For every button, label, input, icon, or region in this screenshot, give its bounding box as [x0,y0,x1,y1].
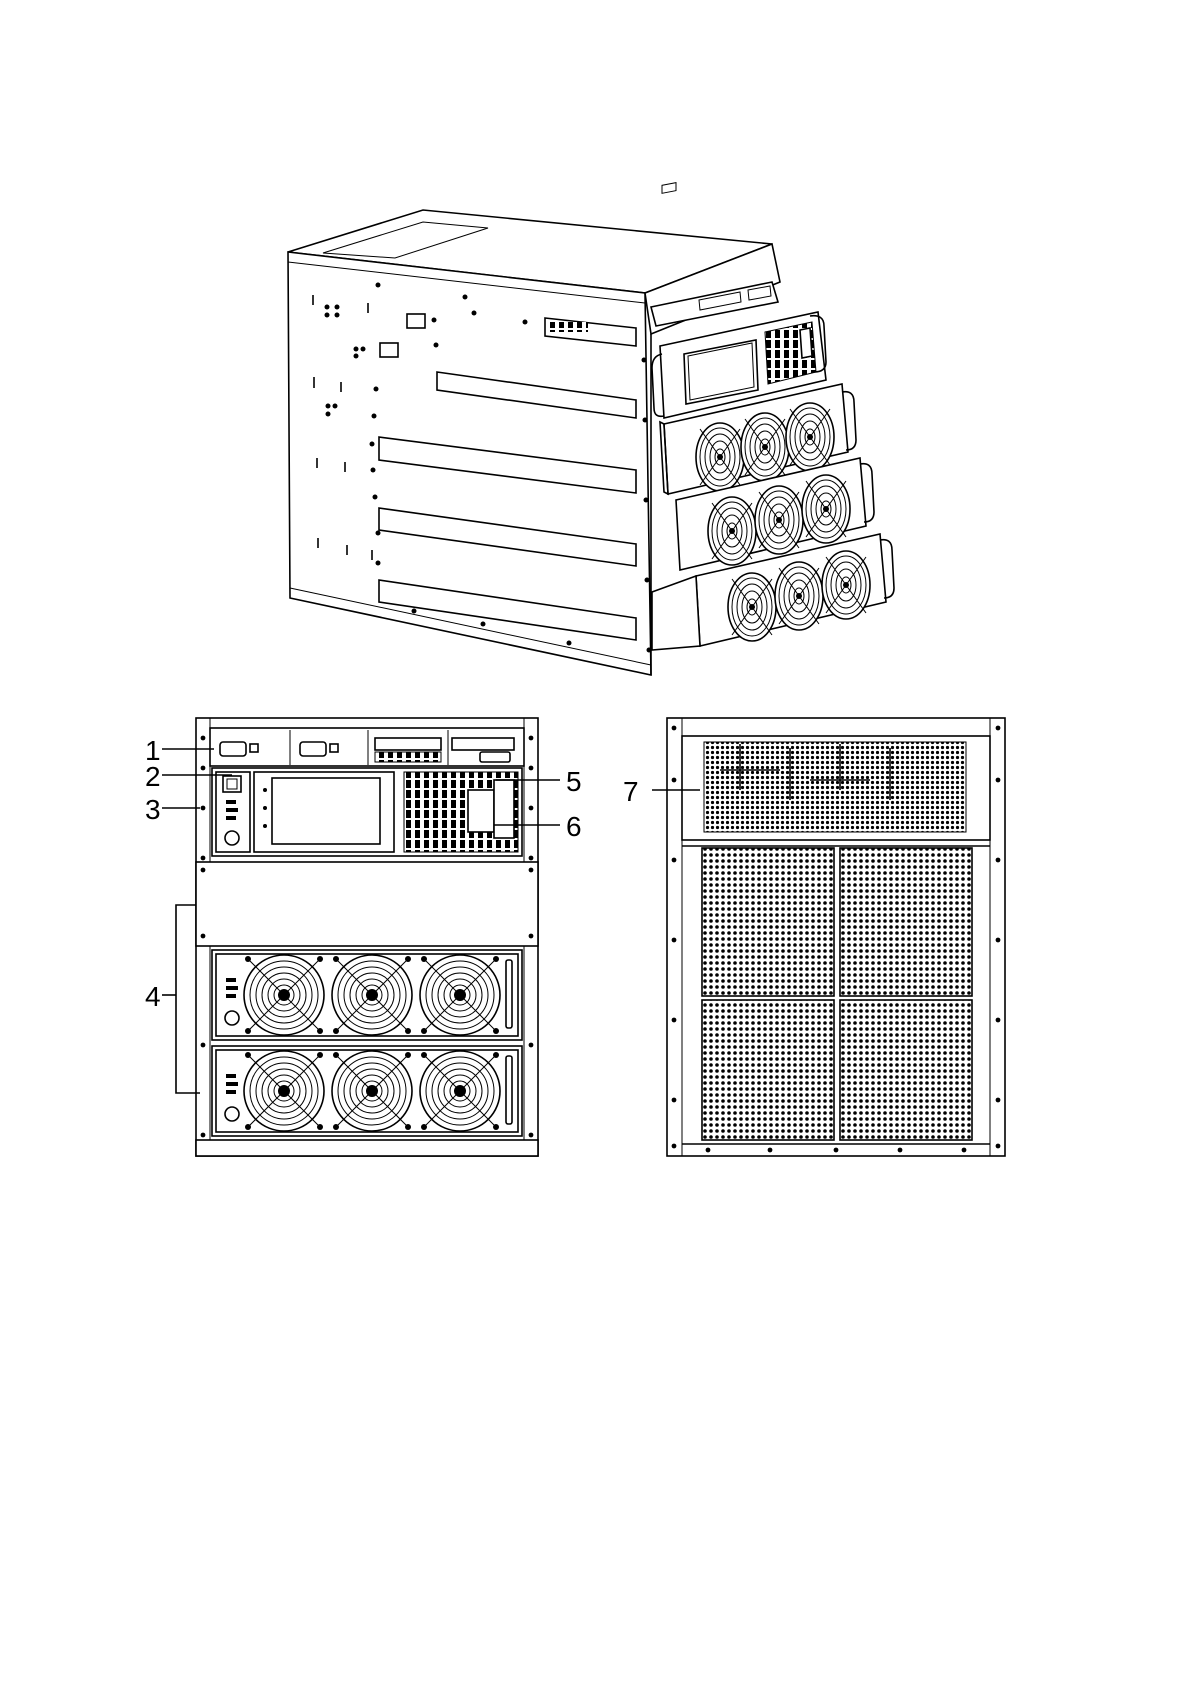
callout-5-label: 5 [566,766,582,797]
callout-6-label: 6 [566,811,582,842]
callout-3-label: 3 [145,794,161,825]
cabinet-isometric-view [288,183,894,675]
cabinet-front-view [196,718,538,1156]
callout-7-label: 7 [623,776,639,807]
cabinet-rear-view [667,718,1005,1156]
callout-2-label: 2 [145,761,161,792]
callout-4-label: 4 [145,981,161,1012]
